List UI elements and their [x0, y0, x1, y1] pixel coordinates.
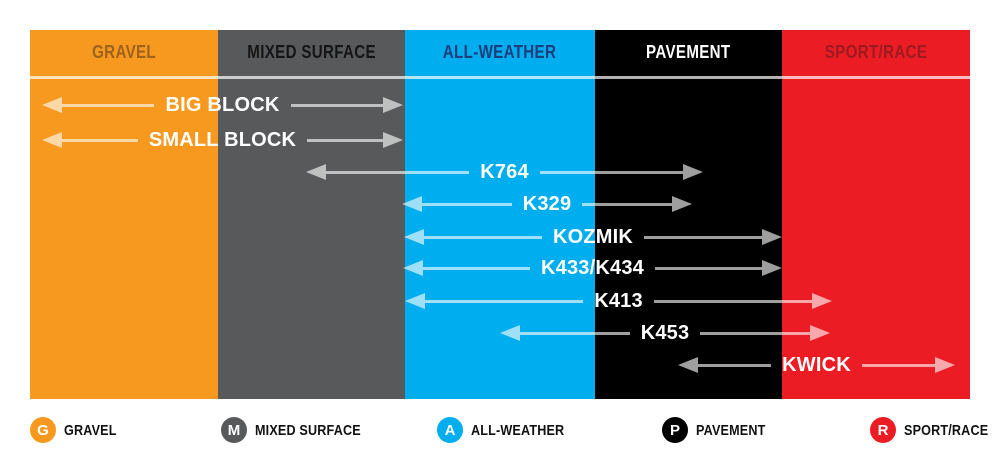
- arrowhead-left-icon: [405, 293, 425, 309]
- legend-item-pavement: P PAVEMENT: [662, 417, 779, 443]
- tire-model-label: KWICK: [782, 353, 851, 376]
- arrowhead-right-icon: [762, 229, 783, 245]
- arrow-line: [422, 202, 512, 206]
- arrow-line: [582, 202, 672, 206]
- arrow-line: [655, 266, 763, 270]
- band-pavement: PAVEMENT: [595, 30, 782, 399]
- legend-label: SPORT/RACE: [904, 422, 1000, 439]
- range-arrow-big-block: BIG BLOCK: [42, 94, 403, 116]
- tire-model-label: BIG BLOCK: [165, 93, 280, 116]
- band-header-label: PAVEMENT: [595, 42, 782, 63]
- legend-label-text: ALL-WEATHER: [471, 421, 565, 439]
- band-mixed-surface: MIXED SURFACE: [218, 30, 405, 399]
- tire-model-label: KOZMIK: [552, 225, 634, 248]
- legend-circle-icon: R: [870, 417, 896, 443]
- arrowhead-left-icon: [678, 357, 698, 373]
- legend-label-text: MIXED SURFACE: [255, 421, 361, 439]
- band-header-text: SPORT/RACE: [824, 42, 928, 62]
- range-arrow-k329: K329: [402, 193, 692, 215]
- arrowhead-left-icon: [403, 260, 423, 276]
- arrow-line: [861, 363, 936, 367]
- arrow-line: [290, 103, 383, 107]
- range-arrow-k433-k434: K433/K434: [403, 256, 783, 279]
- arrowhead-left-icon: [42, 97, 62, 113]
- band-header-text: ALL-WEATHER: [443, 42, 557, 62]
- range-arrow-kozmik: KOZMIK: [404, 225, 783, 248]
- arrow-line: [423, 266, 531, 270]
- band-header-label: GRAVEL: [30, 42, 218, 63]
- arrow-line: [62, 103, 155, 107]
- legend-circle-icon: P: [662, 417, 688, 443]
- legend-item-sport-race: R SPORT/RACE: [870, 417, 1000, 443]
- legend-label-text: SPORT/RACE: [904, 421, 989, 439]
- arrow-line: [307, 138, 384, 142]
- legend-letter: M: [227, 421, 241, 439]
- arrow-line: [520, 331, 630, 335]
- arrowhead-right-icon: [383, 97, 403, 113]
- tire-model-label: K764: [480, 160, 529, 183]
- legend-label: GRAVEL: [64, 422, 127, 439]
- range-arrow-kwick: KWICK: [678, 353, 956, 376]
- range-arrow-k764: K764: [306, 161, 703, 183]
- legend-circle-icon: G: [30, 417, 56, 443]
- legend-label-text: PAVEMENT: [696, 421, 766, 439]
- tire-model-label: K329: [522, 192, 572, 215]
- arrowhead-right-icon: [683, 164, 703, 180]
- arrow-line: [62, 138, 138, 142]
- arrowhead-right-icon: [935, 357, 956, 373]
- legend-label: ALL-WEATHER: [471, 422, 582, 439]
- legend-letter: G: [37, 421, 49, 439]
- arrowhead-left-icon: [500, 325, 520, 341]
- band-header-text: PAVEMENT: [646, 42, 731, 62]
- range-arrow-k413: K413: [405, 290, 832, 312]
- arrowhead-right-icon: [762, 260, 783, 276]
- arrowhead-left-icon: [402, 196, 422, 212]
- tire-model-label: K433/K434: [541, 256, 644, 279]
- arrow-line: [326, 170, 470, 174]
- band-header-label: SPORT/RACE: [782, 42, 970, 63]
- header-divider: [30, 76, 970, 79]
- arrowhead-right-icon: [383, 132, 404, 148]
- arrowhead-right-icon: [672, 196, 692, 212]
- legend-letter: R: [877, 421, 889, 439]
- arrowhead-left-icon: [404, 229, 424, 245]
- legend-item-mixed-surface: M MIXED SURFACE: [221, 417, 381, 443]
- band-header-text: GRAVEL: [92, 42, 156, 62]
- legend-circle-icon: M: [221, 417, 247, 443]
- arrow-line: [539, 170, 683, 174]
- legend-item-all-weather: A ALL-WEATHER: [437, 417, 582, 443]
- arrow-line: [425, 299, 584, 303]
- legend-label: MIXED SURFACE: [255, 422, 381, 439]
- tire-model-label: SMALL BLOCK: [148, 128, 297, 151]
- arrow-line: [424, 235, 542, 239]
- legend-label-text: GRAVEL: [64, 421, 117, 439]
- arrow-line: [700, 331, 810, 335]
- legend-item-gravel: G GRAVEL: [30, 417, 127, 443]
- legend-letter: A: [444, 421, 456, 439]
- arrow-line: [644, 235, 763, 239]
- band-header-label: ALL-WEATHER: [405, 42, 595, 63]
- arrowhead-left-icon: [42, 132, 62, 148]
- arrow-line: [653, 299, 812, 303]
- arrowhead-right-icon: [812, 293, 832, 309]
- legend-circle-icon: A: [437, 417, 463, 443]
- band-header-text: MIXED SURFACE: [247, 42, 376, 62]
- range-arrow-k453: K453: [500, 322, 830, 344]
- range-arrow-small-block: SMALL BLOCK: [42, 128, 404, 151]
- arrowhead-left-icon: [306, 164, 326, 180]
- band-gravel: GRAVEL: [30, 30, 218, 399]
- arrowhead-right-icon: [810, 325, 830, 341]
- legend-letter: P: [669, 421, 680, 439]
- tire-model-label: K453: [640, 321, 690, 344]
- legend-label: PAVEMENT: [696, 422, 779, 439]
- tire-model-label: K413: [594, 289, 643, 312]
- arrow-line: [698, 363, 772, 367]
- band-header-label: MIXED SURFACE: [218, 42, 405, 63]
